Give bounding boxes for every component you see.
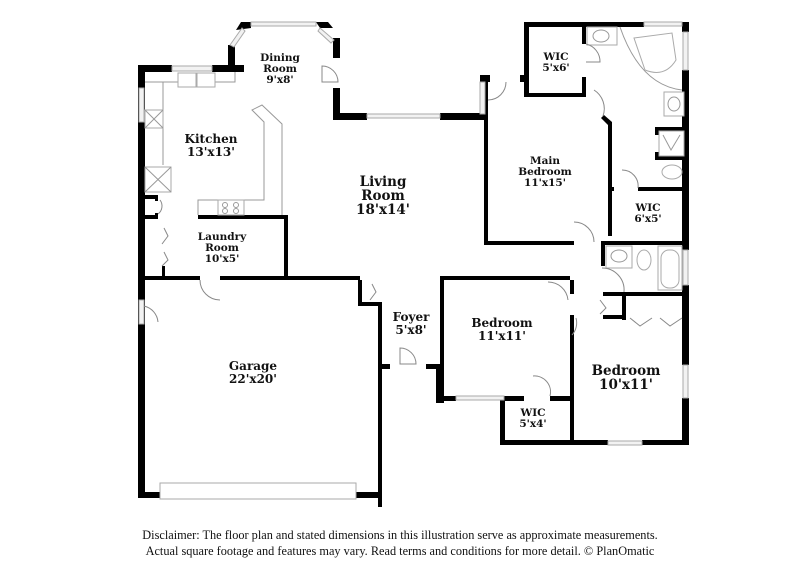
room-name: Garage: [228, 359, 278, 373]
room-label-dining: Dining Room 9'x8': [260, 52, 300, 87]
room-dimensions: 5'x6': [542, 62, 570, 75]
room-label-wic-main-top: WIC 5'x6': [542, 51, 570, 75]
room-dimensions: 13'x13': [187, 144, 235, 159]
room-name: Room: [361, 188, 405, 205]
room-name: Main: [529, 155, 561, 167]
room-name: Kitchen: [184, 132, 238, 146]
room-label-bedroom-3: Bedroom 10'x11': [591, 363, 661, 394]
room-dimensions: 18'x14': [356, 202, 410, 219]
disclaimer: Disclaimer: The floor plan and stated di…: [0, 527, 800, 559]
room-dimensions: 5'x4': [519, 418, 547, 431]
walls: [138, 22, 689, 507]
fixtures: [144, 26, 685, 327]
room-name: Living: [359, 174, 407, 190]
room-dimensions: 10'x5': [204, 253, 240, 266]
room-label-laundry: Laundry Room 10'x5': [197, 231, 247, 266]
room-dimensions: 6'x5': [634, 213, 662, 226]
room-name: WIC: [635, 202, 661, 214]
doors: [143, 43, 639, 397]
room-label-foyer: Foyer 5'x8': [393, 311, 430, 336]
room-label-wic-main-side: WIC 6'x5': [634, 202, 662, 226]
room-name: Bedroom: [591, 363, 661, 379]
room-label-garage: Garage 22'x20': [229, 360, 277, 385]
floor-plan-drawing: [138, 21, 689, 507]
room-name: WIC: [543, 51, 569, 63]
room-dimensions: 22'x20': [229, 371, 277, 386]
room-dimensions: 9'x8': [266, 74, 294, 87]
room-name: WIC: [520, 407, 546, 419]
room-name: Bedroom: [471, 316, 533, 330]
disclaimer-line-1: Disclaimer: The floor plan and stated di…: [142, 528, 658, 542]
room-label-kitchen: Kitchen 13'x13': [185, 133, 238, 158]
room-label-wic-bed2: WIC 5'x4': [519, 407, 547, 431]
room-name: Room: [205, 242, 239, 255]
room-name: Dining: [260, 52, 300, 64]
windows: [138, 21, 689, 500]
room-name: Room: [263, 63, 297, 76]
room-label-main-bedroom: Main Bedroom 11'x15': [518, 155, 572, 190]
room-dimensions: 11'x15': [524, 177, 566, 190]
room-dimensions: 5'x8': [395, 322, 427, 337]
room-name: Foyer: [392, 310, 430, 324]
room-name: Bedroom: [518, 166, 572, 179]
room-dimensions: 11'x11': [478, 328, 526, 343]
disclaimer-line-2: Actual square footage and features may v…: [145, 544, 655, 558]
room-label-bedroom-2: Bedroom 11'x11': [471, 317, 532, 342]
room-name: Laundry: [197, 231, 247, 243]
room-label-living: Living Room 18'x14': [356, 175, 410, 218]
room-dimensions: 10'x11': [599, 377, 653, 394]
